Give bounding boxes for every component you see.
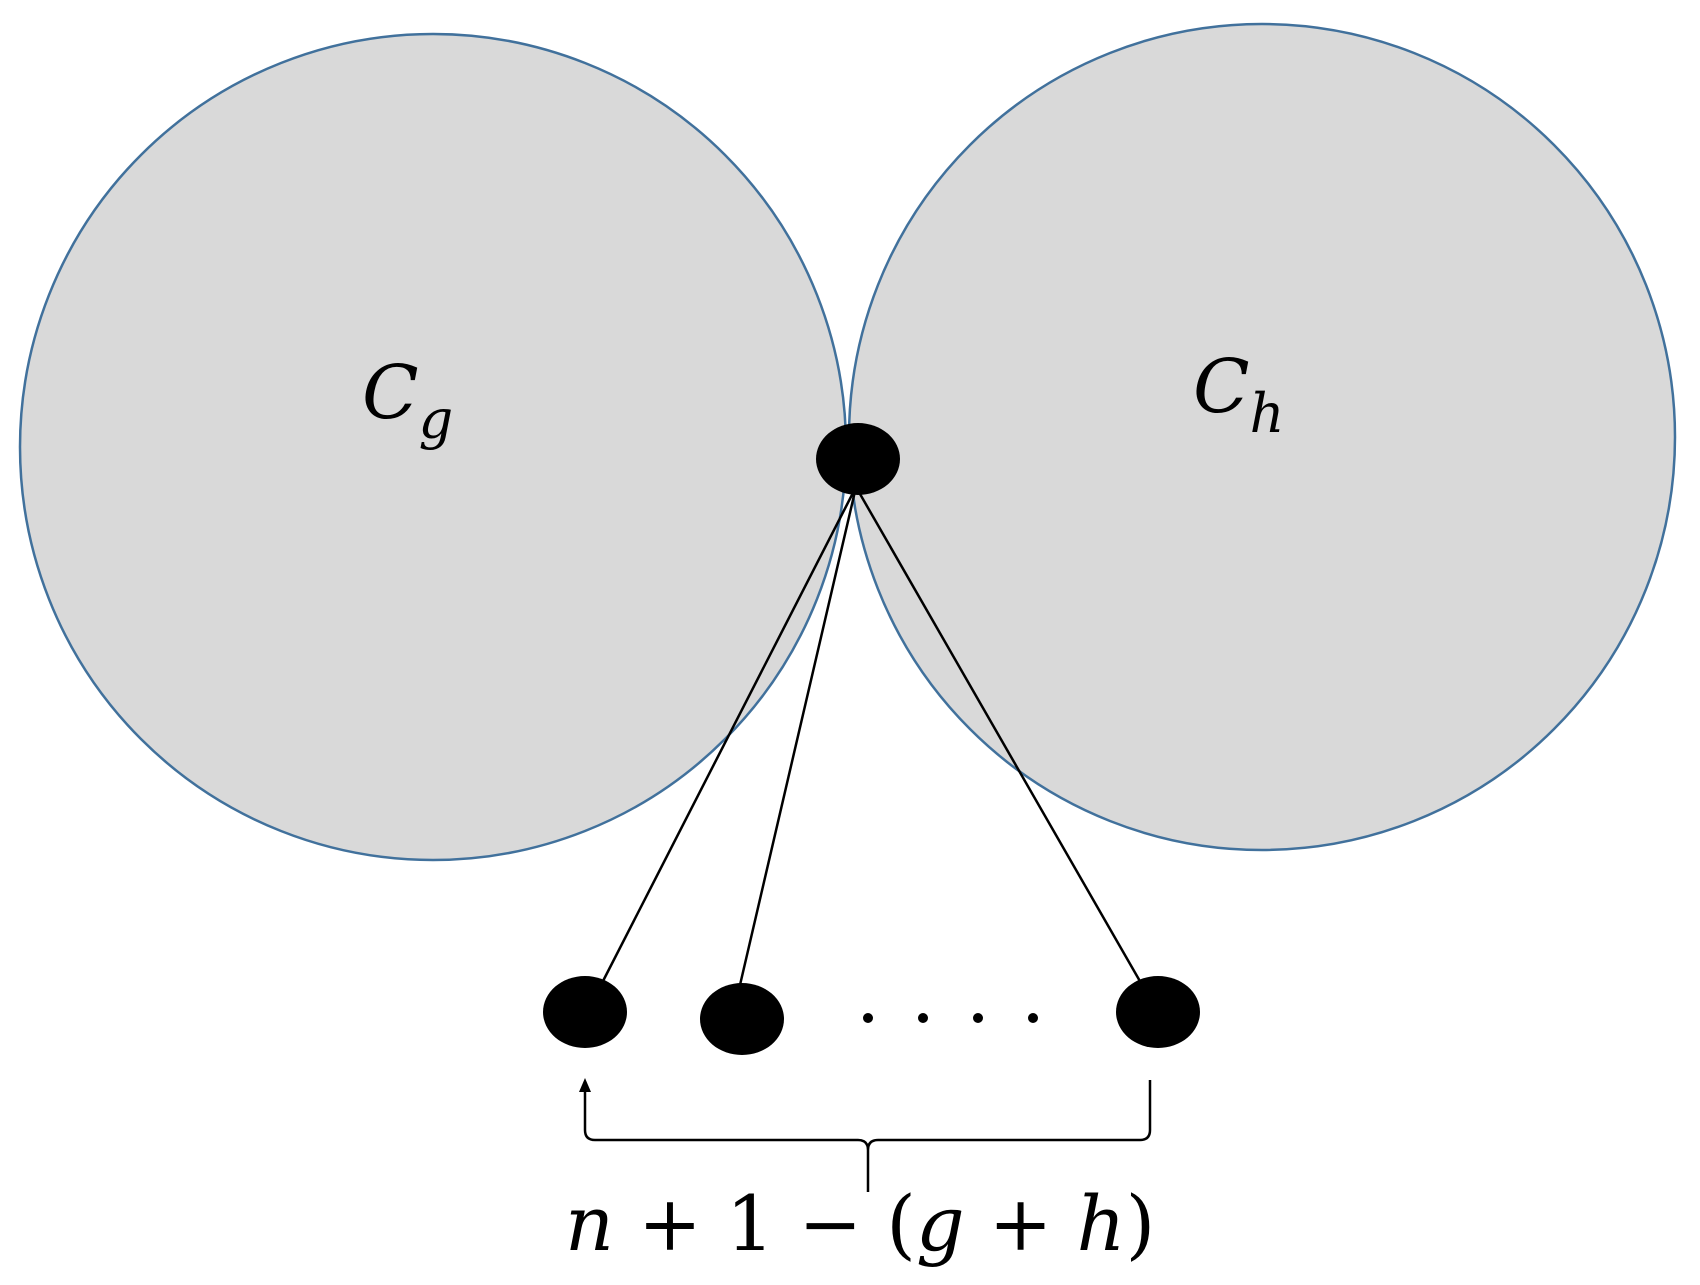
cluster-ch-subscript: h [1250,382,1285,445]
cluster-ch-letter: C [1193,344,1250,430]
expr-g: g [916,1179,965,1268]
count-brace [583,1080,1152,1192]
cut-vertex [816,423,900,495]
edge-2 [738,486,858,986]
cluster-cg-label: Cg [362,350,453,451]
ellipsis-dots [863,1013,1038,1023]
expr-close: ) [1126,1179,1156,1268]
pendant-vertex-1 [543,976,627,1048]
ellipsis-dot [863,1013,873,1023]
cluster-ch-label: Ch [1193,344,1284,445]
count-expression: n + 1 − (g + h) [565,1179,1155,1268]
expr-n: n [565,1179,614,1268]
edge-1 [600,486,858,984]
edge-3 [854,486,1143,984]
expr-h: h [1077,1179,1126,1268]
cluster-cg-subscript: g [419,388,454,451]
pendant-vertex-2 [700,983,784,1055]
expr-plus-one-minus: + 1 − ( [614,1179,916,1268]
ellipsis-dot [1028,1013,1038,1023]
ellipsis-dot [918,1013,928,1023]
ellipsis-dot [973,1013,983,1023]
cluster-cg-letter: C [362,350,419,436]
pendant-vertex-last [1116,976,1200,1048]
brace-arrowhead [579,1078,591,1092]
expr-plus: + [965,1179,1077,1268]
